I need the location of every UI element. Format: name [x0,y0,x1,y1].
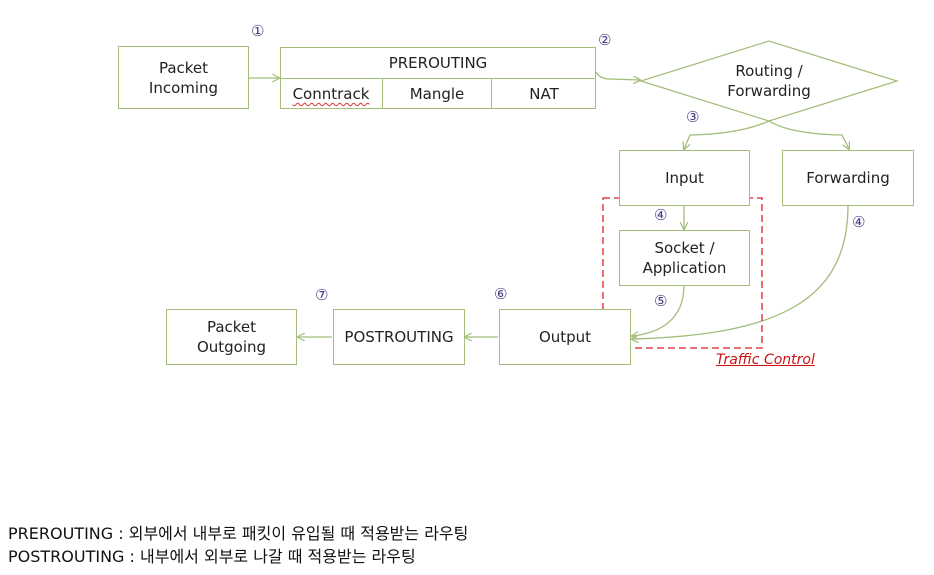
arrow-routing-to-input [684,120,770,149]
input-label: Input [665,169,704,187]
packet-incoming-label: Packet Incoming [148,58,219,97]
step-number-2: ② [598,31,612,49]
packet-outgoing-label: Packet Outgoing [196,318,267,356]
postrouting-label: POSTROUTING [344,328,454,346]
routing-label: Routing / Forwarding [727,62,811,100]
arrow-routing-to-forwarding [768,120,849,149]
nat-label: NAT [529,85,559,103]
traffic-control-label: Traffic Control [716,352,815,368]
postrouting-box: POSTROUTING [333,309,465,365]
forwarding-label: Forwarding [806,169,890,187]
socket-application-box: Socket / Application [619,230,750,286]
step-number-1: ① [251,22,265,40]
step-number-3: ③ [686,108,700,126]
arrow-forwarding-to-output [632,204,849,339]
step-number-7: ⑦ [315,286,329,304]
prerouting-title: PREROUTING [280,48,596,79]
conntrack-label: Conntrack [292,85,370,103]
output-label: Output [538,328,592,346]
packet-incoming-box: Packet Incoming [118,46,249,109]
forwarding-box: Forwarding [782,150,914,206]
prerouting-cell-nat: NAT [491,79,596,109]
routing-label-area: Routing / Forwarding [690,58,848,104]
note-postrouting: POSTROUTING : 내부에서 외부로 나갈 때 적용받는 라우팅 [8,547,416,566]
input-box: Input [619,150,750,206]
step-number-6: ⑥ [494,285,508,303]
socket-application-label: Socket / Application [642,239,727,277]
step-number-4-forwarding: ④ [852,213,866,231]
arrow-prerouting-to-routing [595,71,640,80]
step-number-5: ⑤ [654,292,668,310]
prerouting-cell-mangle: Mangle [382,79,491,109]
packet-outgoing-box: Packet Outgoing [166,309,297,365]
routing-diamond [638,40,900,122]
prerouting-cell-conntrack: Conntrack [280,79,382,109]
arrow-socket-to-output [632,284,685,336]
mangle-label: Mangle [409,85,465,103]
note-prerouting: PREROUTING : 외부에서 내부로 패킷이 유입될 때 적용받는 라우팅 [8,524,469,543]
step-number-4-input: ④ [654,206,668,224]
output-box: Output [499,309,631,365]
